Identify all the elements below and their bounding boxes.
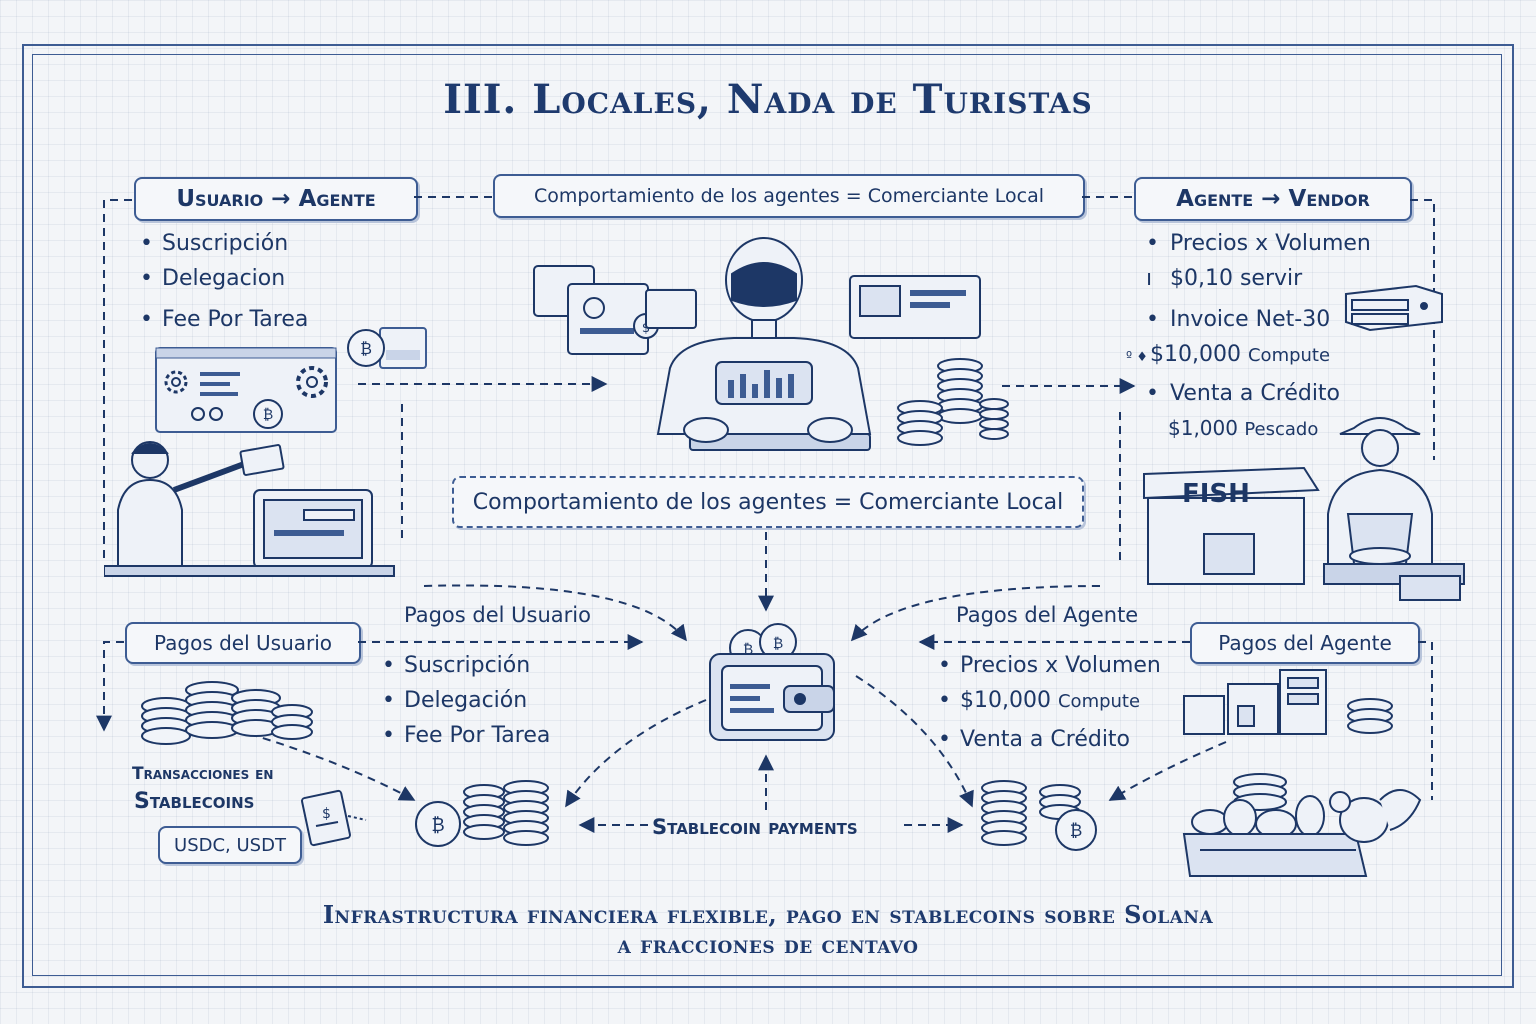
- svg-text:₿: ₿: [263, 407, 273, 423]
- list-item: Delegación: [382, 683, 550, 718]
- bitcoin-coin-icon: ₿: [253, 399, 283, 429]
- coin-stack-icon: [897, 358, 1009, 446]
- arrow-left-curve: [423, 584, 687, 642]
- page-title: III. Locales, Nada de Turistas: [443, 76, 1093, 123]
- coin-stack-icon: ₿: [415, 780, 549, 847]
- arrow-wallet-right: [855, 675, 974, 808]
- arrow-tx-to-coins: [235, 729, 416, 801]
- stablecoin-payments-label: Stablecoin payments: [652, 815, 858, 839]
- list-item: Fee Por Tarea: [382, 718, 550, 753]
- svg-text:$: $: [322, 806, 331, 822]
- receipt-icon: $: [301, 789, 367, 847]
- arrow-wallet-left: [565, 699, 707, 808]
- outer-frame: [22, 44, 1514, 988]
- fish-stall-icon: FISH: [1143, 417, 1465, 601]
- list-item: º ♦$10,000 Compute: [1126, 342, 1331, 367]
- pagos-agente-list: Precios x Volumen $10,000 Compute Venta …: [938, 648, 1161, 757]
- arrow-right-curve: [850, 585, 1101, 642]
- svg-text:₿: ₿: [743, 642, 753, 658]
- comportamiento-middle-box: Comportamiento de los agentes = Comercia…: [452, 476, 1084, 528]
- connector-left-bottom: [96, 641, 124, 732]
- coin-stack-icon: [141, 681, 313, 745]
- pagos-usuario-box: Pagos del Usuario: [125, 622, 361, 664]
- list-item: $1,000 Pescado: [1168, 416, 1319, 440]
- dashboard-panel: ₿: [155, 347, 337, 433]
- agente-vendor-box: Agente → Vendor: [1134, 177, 1412, 221]
- pagos-usuario-arrow-label: Pagos del Usuario: [404, 603, 591, 627]
- inner-frame: [32, 54, 1502, 976]
- svg-text:$: $: [642, 321, 650, 336]
- stablecoins-label: Stablecoins: [134, 789, 255, 814]
- usdc-usdt-box: USDC, USDT: [158, 826, 302, 864]
- list-item: Suscripción: [140, 226, 308, 261]
- server-icon: [1345, 284, 1443, 332]
- list-item: •Precios x Volumen: [1146, 231, 1371, 256]
- svg-text:₿: ₿: [360, 339, 372, 358]
- gear-icon: [164, 370, 188, 394]
- list-item: ı$0,10 servir: [1146, 266, 1303, 291]
- comportamiento-top-box: Comportamiento de los agentes = Comercia…: [493, 174, 1085, 218]
- vendor-terms-list: •Precios x Volumen ı$0,10 servir •Invoic…: [1126, 226, 1371, 446]
- footer-line-2: a fracciones de centavo: [617, 930, 919, 959]
- usuario-agente-box: Usuario → Agente: [134, 177, 418, 221]
- list-item: Fee Por Tarea: [140, 302, 308, 337]
- svg-text:₿: ₿: [1070, 821, 1083, 841]
- wallet-icon: ₿ ₿: [709, 623, 835, 741]
- list-item: Precios x Volumen: [938, 648, 1161, 683]
- connector-right-bottom: [1418, 641, 1433, 800]
- pagos-agente-arrow-label: Pagos del Agente: [956, 603, 1139, 627]
- pagos-usuario-list: Suscripción Delegación Fee Por Tarea: [382, 648, 550, 753]
- fish-sign: FISH: [1182, 479, 1250, 509]
- arrow-veg-to-coins: [1108, 741, 1227, 801]
- list-item: Delegacion: [140, 261, 308, 296]
- list-item: Suscripción: [382, 648, 550, 683]
- usuario-fees-list: Suscripción Delegacion Fee Por Tarea: [140, 226, 308, 337]
- list-item: $10,000 Compute: [938, 683, 1161, 718]
- merchant-icon: [104, 441, 395, 577]
- list-item: Venta a Crédito: [938, 722, 1161, 757]
- pagos-agente-box: Pagos del Agente: [1190, 622, 1420, 664]
- footer-line-1: Infrastructura financiera flexible, pago…: [322, 900, 1214, 929]
- transacciones-label: Transacciones en: [132, 764, 274, 784]
- coin-stack-icon: ₿: [981, 780, 1097, 851]
- connector-right-top: [1410, 199, 1435, 460]
- svg-text:₿: ₿: [773, 636, 783, 652]
- connector-left-top: [103, 199, 132, 560]
- robot-agent-icon: $: [533, 237, 1009, 451]
- vegetable-crate-icon: [1182, 773, 1422, 877]
- gear-icon: [296, 366, 328, 398]
- list-item: •Venta a Crédito: [1146, 381, 1341, 406]
- list-item: •Invoice Net-30: [1146, 307, 1331, 332]
- svg-text:₿: ₿: [431, 815, 444, 836]
- inventory-boxes-icon: [1183, 669, 1393, 735]
- payment-card-icon: ₿: [347, 327, 427, 369]
